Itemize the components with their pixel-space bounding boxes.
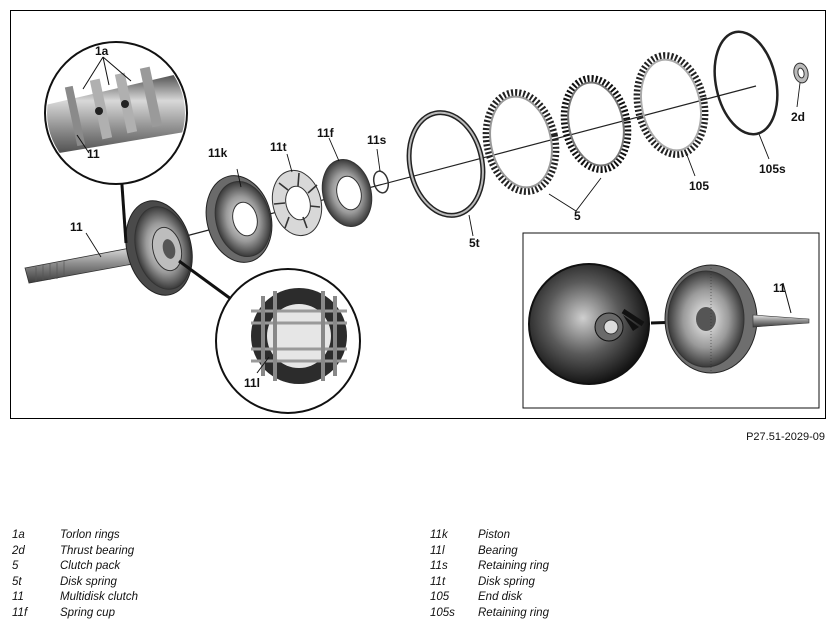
disk-spring-5t xyxy=(406,110,486,218)
legend-code: 105s xyxy=(430,606,455,619)
legend-desc: End disk xyxy=(478,591,523,604)
legend-row: 1a Torlon rings xyxy=(12,528,138,544)
legend-code: 11k xyxy=(430,529,448,541)
legend-desc: Bearing xyxy=(478,544,518,557)
inset-drum xyxy=(664,264,758,374)
legend-row: 11l Bearing xyxy=(430,544,549,560)
legend-desc: Piston xyxy=(478,529,510,541)
zoom-inset-torlon-rings xyxy=(44,41,188,185)
callout-11-inset: 11 xyxy=(87,147,100,161)
legend-row: 11f Spring cup xyxy=(12,606,138,622)
disk-spring-11t xyxy=(271,169,323,237)
callout-11: 11 xyxy=(70,220,83,234)
legend-code: 2d xyxy=(12,544,25,557)
legend-desc: Retaining ring xyxy=(478,606,549,619)
assembled-clutch-inset xyxy=(522,232,820,409)
callout-2d: 2d xyxy=(791,110,805,124)
callout-11l: 11l xyxy=(244,376,260,390)
legend-row: 11k Piston xyxy=(430,528,549,544)
legend-row: 11 Multidisk clutch xyxy=(12,590,138,606)
legend-row: 2d Thrust bearing xyxy=(12,544,138,560)
piston xyxy=(205,175,273,263)
inset-closeup-circle xyxy=(528,263,650,385)
clutch-pack xyxy=(482,75,632,195)
legend-row: 5t Disk spring xyxy=(12,575,138,591)
legend-desc: Clutch pack xyxy=(60,560,121,573)
legend-row: 11s Retaining ring xyxy=(430,559,549,575)
legend-code: 1a xyxy=(12,529,25,541)
arrow-icon xyxy=(623,315,639,331)
retaining-ring-11s xyxy=(372,170,390,194)
exploded-view-figure: 1a 11 11k 11t 11f 11s 5t 5 105 105s 2d 1… xyxy=(10,10,826,419)
legend-code: 105 xyxy=(430,591,450,604)
legend-desc: Retaining ring xyxy=(478,560,549,573)
callout-11-photo: 11 xyxy=(773,281,786,295)
zoom-inset-bearing xyxy=(215,268,361,414)
legend-code: 11 xyxy=(12,591,24,604)
legend-row: 105 End disk xyxy=(430,590,549,606)
legend-desc: Thrust bearing xyxy=(60,544,135,557)
assembly-axis xyxy=(185,85,757,237)
retaining-ring-105s xyxy=(713,30,779,136)
legend-code: 5t xyxy=(12,575,22,588)
callout-11t: 11t xyxy=(270,140,287,154)
legend-code: 5 xyxy=(12,560,19,573)
callout-5: 5 xyxy=(574,209,581,223)
callout-11f: 11f xyxy=(317,126,335,140)
callout-105: 105 xyxy=(689,179,709,193)
callout-5t: 5t xyxy=(469,236,480,250)
legend-row: 105s Retaining ring xyxy=(430,606,549,622)
thrust-bearing xyxy=(793,62,809,84)
callout-1a: 1a xyxy=(95,44,109,58)
legend-code: 11t xyxy=(430,575,446,588)
legend-desc: Torlon rings xyxy=(60,529,120,541)
callout-11s: 11s xyxy=(367,133,387,147)
legend-desc: Disk spring xyxy=(60,575,117,588)
legend-desc: Multidisk clutch xyxy=(60,591,138,604)
legend-row: 11t Disk spring xyxy=(430,575,549,591)
legend-desc: Spring cup xyxy=(60,606,115,619)
legend-desc: Disk spring xyxy=(478,575,535,588)
callout-11k: 11k xyxy=(208,146,228,160)
callout-105s: 105s xyxy=(759,162,786,176)
figure-id: P27.51-2029-09 xyxy=(746,431,825,443)
legend-code: 11f xyxy=(12,606,28,619)
legend-code: 11l xyxy=(430,544,445,557)
clutch-drum xyxy=(125,200,193,296)
legend-row: 5 Clutch pack xyxy=(12,559,138,575)
end-disk xyxy=(633,52,709,158)
legend-left: 1a Torlon rings 2d Thrust bearing 5 Clutch … xyxy=(12,528,138,622)
exploded-view-drawing: 1a 11 11k 11t 11f 11s 5t 5 105 105s 2d 1… xyxy=(24,30,820,414)
legend-code: 11s xyxy=(430,560,448,573)
spring-cup xyxy=(321,159,373,227)
